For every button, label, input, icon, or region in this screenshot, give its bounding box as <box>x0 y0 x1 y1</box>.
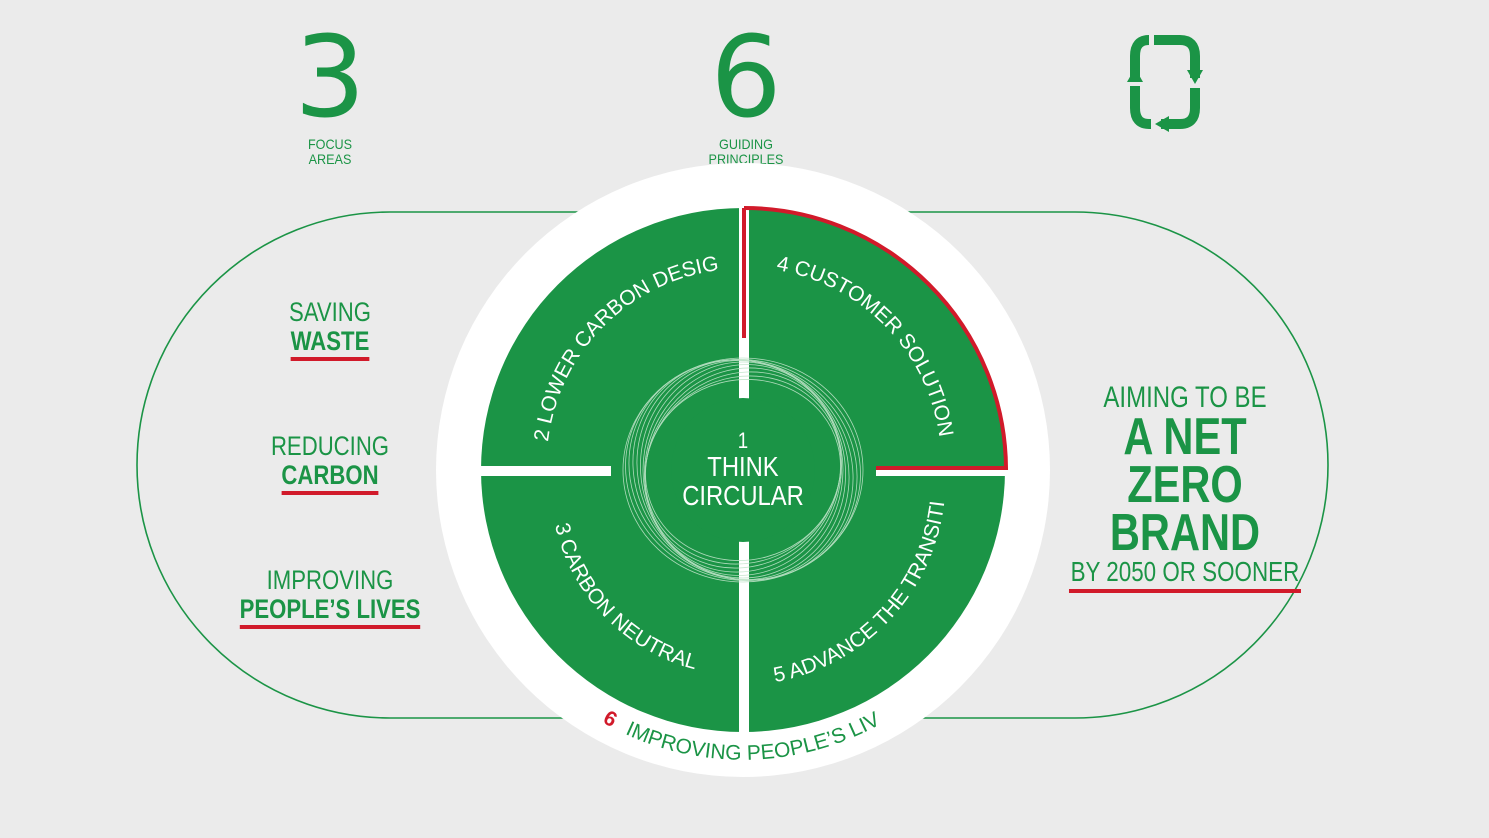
pill-outline <box>136 211 1329 719</box>
net-zero-statement: AIMING TO BE A NET ZERO BRAND BY 2050 OR… <box>1040 383 1330 593</box>
circular-swirl <box>622 357 864 583</box>
guiding-principles-number: 6 <box>710 13 782 143</box>
focus-area-saving-waste: SAVING WASTE <box>223 298 436 361</box>
principle-1-number: 1 <box>738 430 748 454</box>
principle-1-line1: THINK <box>707 450 779 482</box>
recycling-zero-icon <box>1127 35 1203 132</box>
focus-area-reducing-carbon: REDUCING CARBON <box>223 432 436 495</box>
customer-solutions-border <box>743 206 1009 470</box>
focus-areas-number: 3 <box>294 13 366 143</box>
principle-1-line2: CIRCULAR <box>682 479 804 511</box>
focus-area-improving-lives: IMPROVING PEOPLE’S LIVES <box>223 566 436 629</box>
